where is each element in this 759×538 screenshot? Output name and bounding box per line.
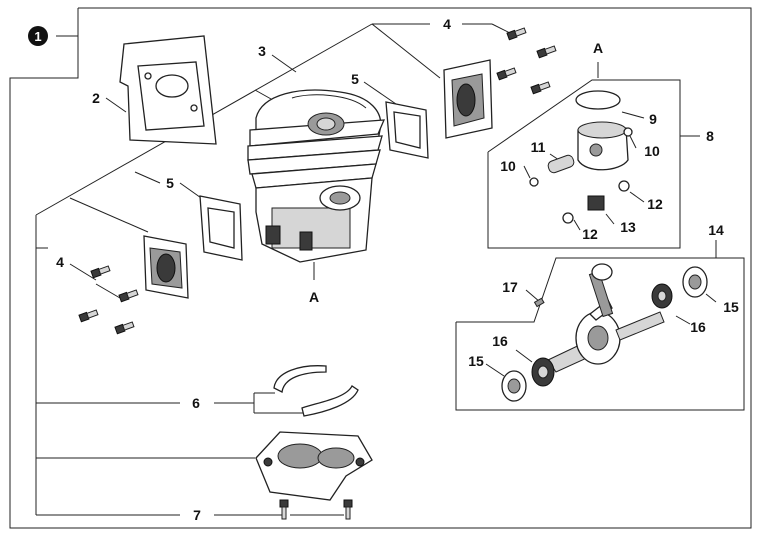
callout-5-top: 5 [351,71,359,87]
oil-seal-left [501,370,527,402]
callout-10-left: 10 [500,158,516,174]
callout-17: 17 [502,279,518,295]
intake-gasket-left [199,195,243,261]
crankcase-part [255,431,373,501]
callout-16-right: 16 [690,319,706,335]
callout-12-left: 12 [582,226,598,242]
callout-3: 3 [258,43,266,59]
callout-7: 7 [193,507,201,523]
section-marker-a-top: A [593,40,603,56]
callout-13: 13 [620,219,636,235]
callout-2: 2 [92,90,100,106]
callout-15-left: 15 [468,353,484,369]
intake-manifold-left [143,235,189,299]
piston [577,121,629,171]
callout-12-right: 12 [647,196,663,212]
intake-manifold-top [443,59,493,139]
callout-16-left: 16 [492,333,508,349]
piston-kit-box [487,79,700,249]
main-bearing-left [531,357,555,387]
badge-number: 1 [34,29,41,44]
needle-bearing [587,195,605,211]
callout-8: 8 [706,128,714,144]
pin-circlips [529,127,633,187]
callout-9: 9 [649,111,657,127]
piston-pin [547,154,575,174]
crankshaft-kit-box [455,240,745,411]
callout-6: 6 [192,395,200,411]
retaining-clips [273,365,359,417]
callout-5-left: 5 [166,175,174,191]
crankshaft [547,263,665,373]
screws-left [78,265,139,335]
piston-ring [575,90,621,110]
intake-gasket-top [385,101,429,159]
callout-11: 11 [531,139,546,155]
crankcase-screws [279,499,353,520]
gasket-part [119,35,217,145]
main-bearing-right [651,283,673,309]
callout-4-top: 4 [443,16,451,32]
callout-labels: 2 3 4 4 5 5 6 7 8 9 10 10 11 12 12 13 14… [56,16,739,523]
section-marker-a-bottom: A [309,289,319,305]
cylinder-part [247,89,386,263]
oil-seal-right [682,266,708,298]
callout-4-left: 4 [56,254,64,270]
callout-14: 14 [708,222,724,238]
outer-frame [9,7,752,529]
key-part [533,297,545,308]
screws-top [496,27,557,95]
callout-badge: 1 [28,26,48,46]
thrust-washers [562,180,630,224]
callout-10-right: 10 [644,143,660,159]
callout-15-right: 15 [723,299,739,315]
